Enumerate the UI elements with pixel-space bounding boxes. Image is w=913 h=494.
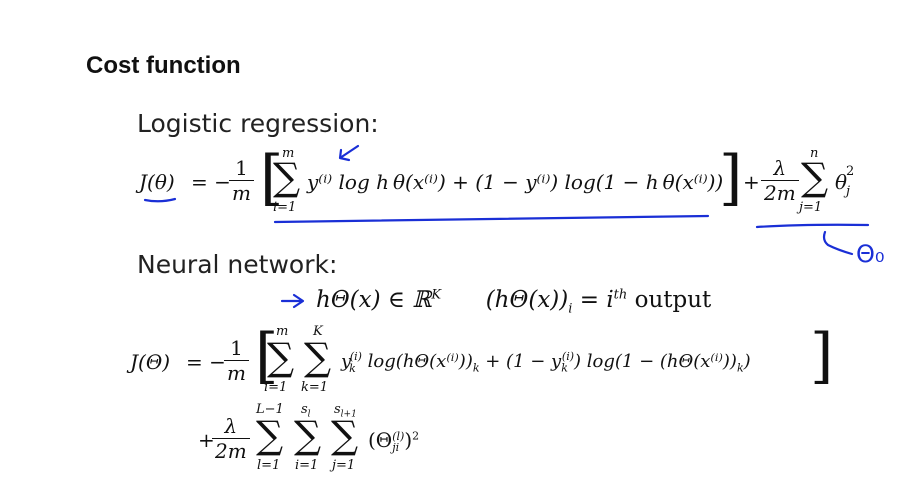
logistic-heading: Logistic regression: [137,109,379,138]
nn-sum2-lower: k=1 [301,380,329,395]
nn-body: yk(i) log(hΘ(x⁽ⁱ⁾))k + (1 − yk(i)) log(1… [341,350,751,375]
lr-reg-theta-sub: j [846,184,851,199]
lr-reg-lower: j=1 [799,200,823,215]
nn-s2-lower: i=1 [295,458,319,473]
nn-reg-term: (Θ(l)ji)2 [368,428,420,454]
nn-s3-upper: sl+1 [334,402,357,420]
nn-sum2-upper: K [313,324,323,339]
nn-sum1-sign: ∑ [267,335,295,379]
output-right: (hΘ(x)) [485,287,569,313]
nn-eq: = − [186,350,226,374]
nn-s3-sign: ∑ [331,413,359,457]
nn-reg-plus: + [198,428,215,452]
nn-cost-formula-line1: J(Θ) = − 1 m [ m ∑ i=1 K ∑ k=1 yk(i) log… [130,324,833,400]
nn-sum1-upper: m [276,324,289,339]
nn-reg-fraction: λ 2m [212,414,250,463]
lr-open-bracket: [ [260,143,284,213]
nn-s1-lower: l=1 [257,458,281,473]
underline-logistic-sum [273,214,710,224]
lr-sum-lower: i=1 [273,200,297,215]
theta0-label: Θ₀ [856,240,885,268]
lr-sum-sign: ∑ [273,155,301,199]
output-right-sup: th [613,287,628,303]
lr-reg-upper: n [810,146,819,161]
lr-plus: + [743,170,760,194]
nn-s1-upper: L−1 [256,402,284,417]
output-right-sub: i [568,301,573,317]
lr-sum-upper: m [282,146,295,161]
output-left: hΘ(x) ∈ ℝ [316,287,432,313]
lr-close-bracket: ] [719,143,743,213]
lr-fraction: 1 m [229,156,254,205]
lr-reg-theta-sup: 2 [846,164,855,179]
nn-s1-sign: ∑ [256,413,284,457]
output-right-tail: output [627,287,712,313]
lr-lhs: J(θ) [139,170,175,194]
nn-cost-formula-line2: + λ 2m L−1 ∑ l=1 sl ∑ i=1 sl+1 ∑ j=1 (Θ(… [198,402,498,478]
underline-j-theta [143,197,177,203]
lr-eq: = − [191,170,231,194]
nn-s2-sign: ∑ [294,413,322,457]
nn-sum1-lower: i=1 [264,380,288,395]
lr-reg-fraction: λ 2m [761,156,799,205]
nn-sum2-sign: ∑ [304,335,332,379]
output-definition: hΘ(x) ∈ ℝK (hΘ(x))i = ith output [316,287,711,317]
output-right-eq: = i [572,287,614,313]
nn-s2-upper: sl [301,402,311,420]
lr-sum-body: y⁽ⁱ⁾ log h θ(x⁽ⁱ⁾) + (1 − y⁽ⁱ⁾) log(1 − … [307,170,724,194]
nn-open-bracket: [ [255,321,279,391]
nn-lhs: J(Θ) [130,350,171,374]
arrow-to-theta0 [822,230,854,256]
nn-s3-lower: j=1 [332,458,356,473]
underline-reg-sum [755,223,870,229]
lr-reg-theta: θ [835,170,848,194]
nn-fraction: 1 m [224,336,249,385]
lr-reg-sum-sign: ∑ [801,155,829,199]
output-left-sup: K [431,287,442,303]
slide-title: Cost function [86,52,241,79]
neural-heading: Neural network: [137,250,338,279]
arrow-yi [338,144,360,162]
arrow-output [280,293,305,309]
nn-close-bracket: ] [810,321,834,391]
